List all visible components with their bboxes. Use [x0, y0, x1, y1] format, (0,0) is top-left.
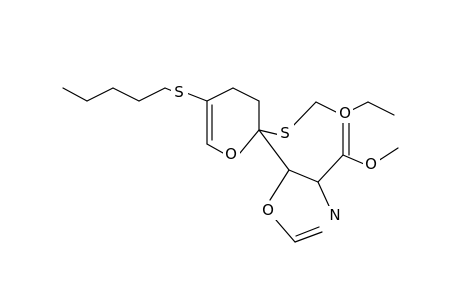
bond [269, 169, 290, 201]
atom-label-o-pyran: O [223, 145, 240, 164]
bond [317, 181, 330, 207]
svg-text:O: O [262, 201, 274, 219]
oxazoline-ring [269, 169, 330, 243]
svg-text:S: S [280, 124, 290, 142]
atom-label-o-carbonyl: O [336, 104, 353, 123]
bond [239, 129, 260, 154]
bond [112, 87, 140, 102]
methyl-ester-group [317, 121, 399, 183]
atom-label-s-right: S [277, 124, 294, 143]
left-butyl-chain [62, 87, 176, 102]
bond [232, 87, 260, 102]
double-bond-inner [295, 226, 320, 237]
atom-label-n-oxazoline: N [327, 206, 344, 225]
atom-label-s-left: S [171, 83, 188, 102]
bond [342, 154, 365, 165]
bond [317, 154, 344, 183]
bond [294, 231, 323, 243]
atom-label-o-ester: O [363, 155, 380, 174]
svg-text:N: N [329, 206, 340, 224]
svg-text:O: O [225, 145, 237, 163]
bond [288, 169, 319, 183]
bond [206, 87, 234, 102]
bond [367, 101, 395, 116]
svg-text:S: S [174, 83, 184, 101]
bond [206, 143, 224, 154]
bond [62, 87, 88, 102]
bond [86, 87, 114, 102]
bond [258, 129, 281, 136]
svg-text:O: O [365, 155, 377, 173]
bond [275, 219, 296, 243]
atom-label-o-oxazoline: O [260, 201, 277, 220]
bond [289, 101, 317, 130]
bond [258, 129, 290, 171]
dihydropyran-ring [206, 87, 260, 154]
bond [138, 87, 166, 102]
svg-text:O: O [339, 104, 351, 122]
bond [377, 147, 399, 162]
